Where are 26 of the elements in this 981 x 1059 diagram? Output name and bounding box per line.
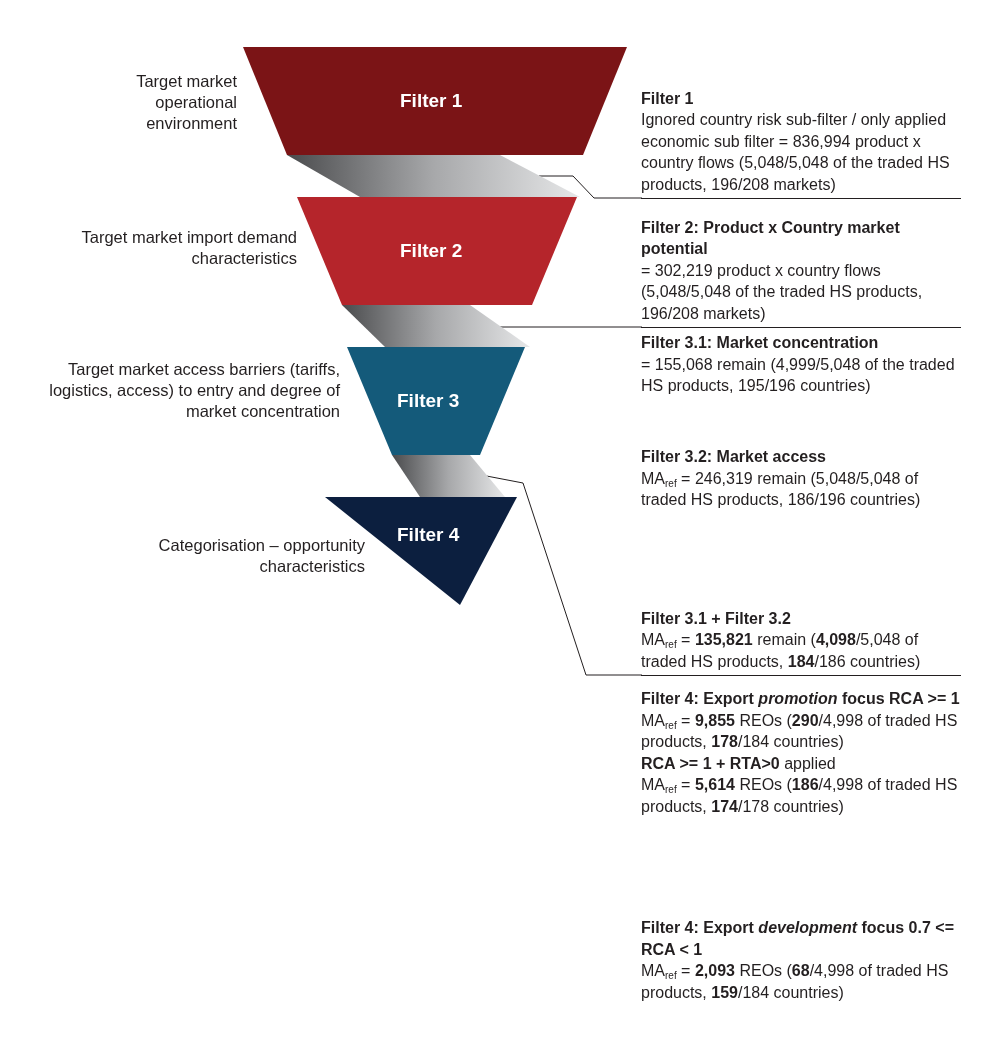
filter-description: RCA >= 1 + RTA>0 applied [641, 753, 837, 774]
filter-heading: Filter 1 [641, 88, 695, 109]
stage-label: Filter 4 [397, 524, 460, 546]
stage-description: Categorisation – opportunity characteristics [157, 535, 365, 577]
filter-description: MA$_{ref}$ = 135,821 remain (4,098/5,048 of traded HS products, 184/186 countries) [641, 630, 922, 672]
filter-description: MA$_{ref}$ = 246,319 remain (5,048/5,048 of traded HS products, 186/196 countries) [641, 468, 922, 510]
filter-description: = 155,068 remain (4,999/5,048 of the traded HS products, 195/196 countries) [641, 354, 956, 396]
filter-description: Ignored country risk sub-filter / only applied economic sub filter = 836,994 product x country flows (5,048/5,048 of the traded HS products, 196/208 markets) [641, 110, 951, 195]
filter-description: = 302,219 product x country flows (5,048/5,048 of the traded HS products, 196/208 markets) [641, 260, 924, 324]
stage-description: Target market access barriers (tariffs, logistics, access) to entry and degree of market concentration [48, 359, 340, 422]
stage-description: Target market operational environment [135, 71, 237, 134]
filter-description: MA$_{ref}$ = 2,093 REOs (68/4,998 of traded HS products, 159/184 countries) [641, 961, 950, 1003]
stage-label: Filter 1 [400, 90, 463, 112]
filter-description: MA$_{ref}$ = 9,855 REOs (290/4,998 of traded HS products, 178/184 countries) [641, 710, 959, 752]
leader-line [538, 175, 643, 199]
filter-heading: Filter 3.2: Market access [641, 447, 827, 467]
filter-heading: Filter 2: Product x Country market potential [641, 217, 901, 259]
filter-description: MA$_{ref}$ = 5,614 REOs (186/4,998 of traded HS products, 174/178 countries) [641, 775, 959, 817]
leader-line [486, 475, 643, 676]
filter-heading: Filter 4: Export development focus 0.7 <= RCA < 1 [641, 918, 955, 960]
stage-description: Target market import demand characteristics [80, 227, 297, 269]
filter-heading: Filter 3.1 + Filter 3.2 [641, 608, 792, 629]
stage-label: Filter 3 [397, 390, 460, 412]
filter-heading: Filter 4: Export promotion focus RCA >= 1 [641, 689, 961, 709]
stage-label: Filter 2 [400, 240, 463, 262]
filter-heading: Filter 3.1: Market concentration [641, 333, 880, 353]
